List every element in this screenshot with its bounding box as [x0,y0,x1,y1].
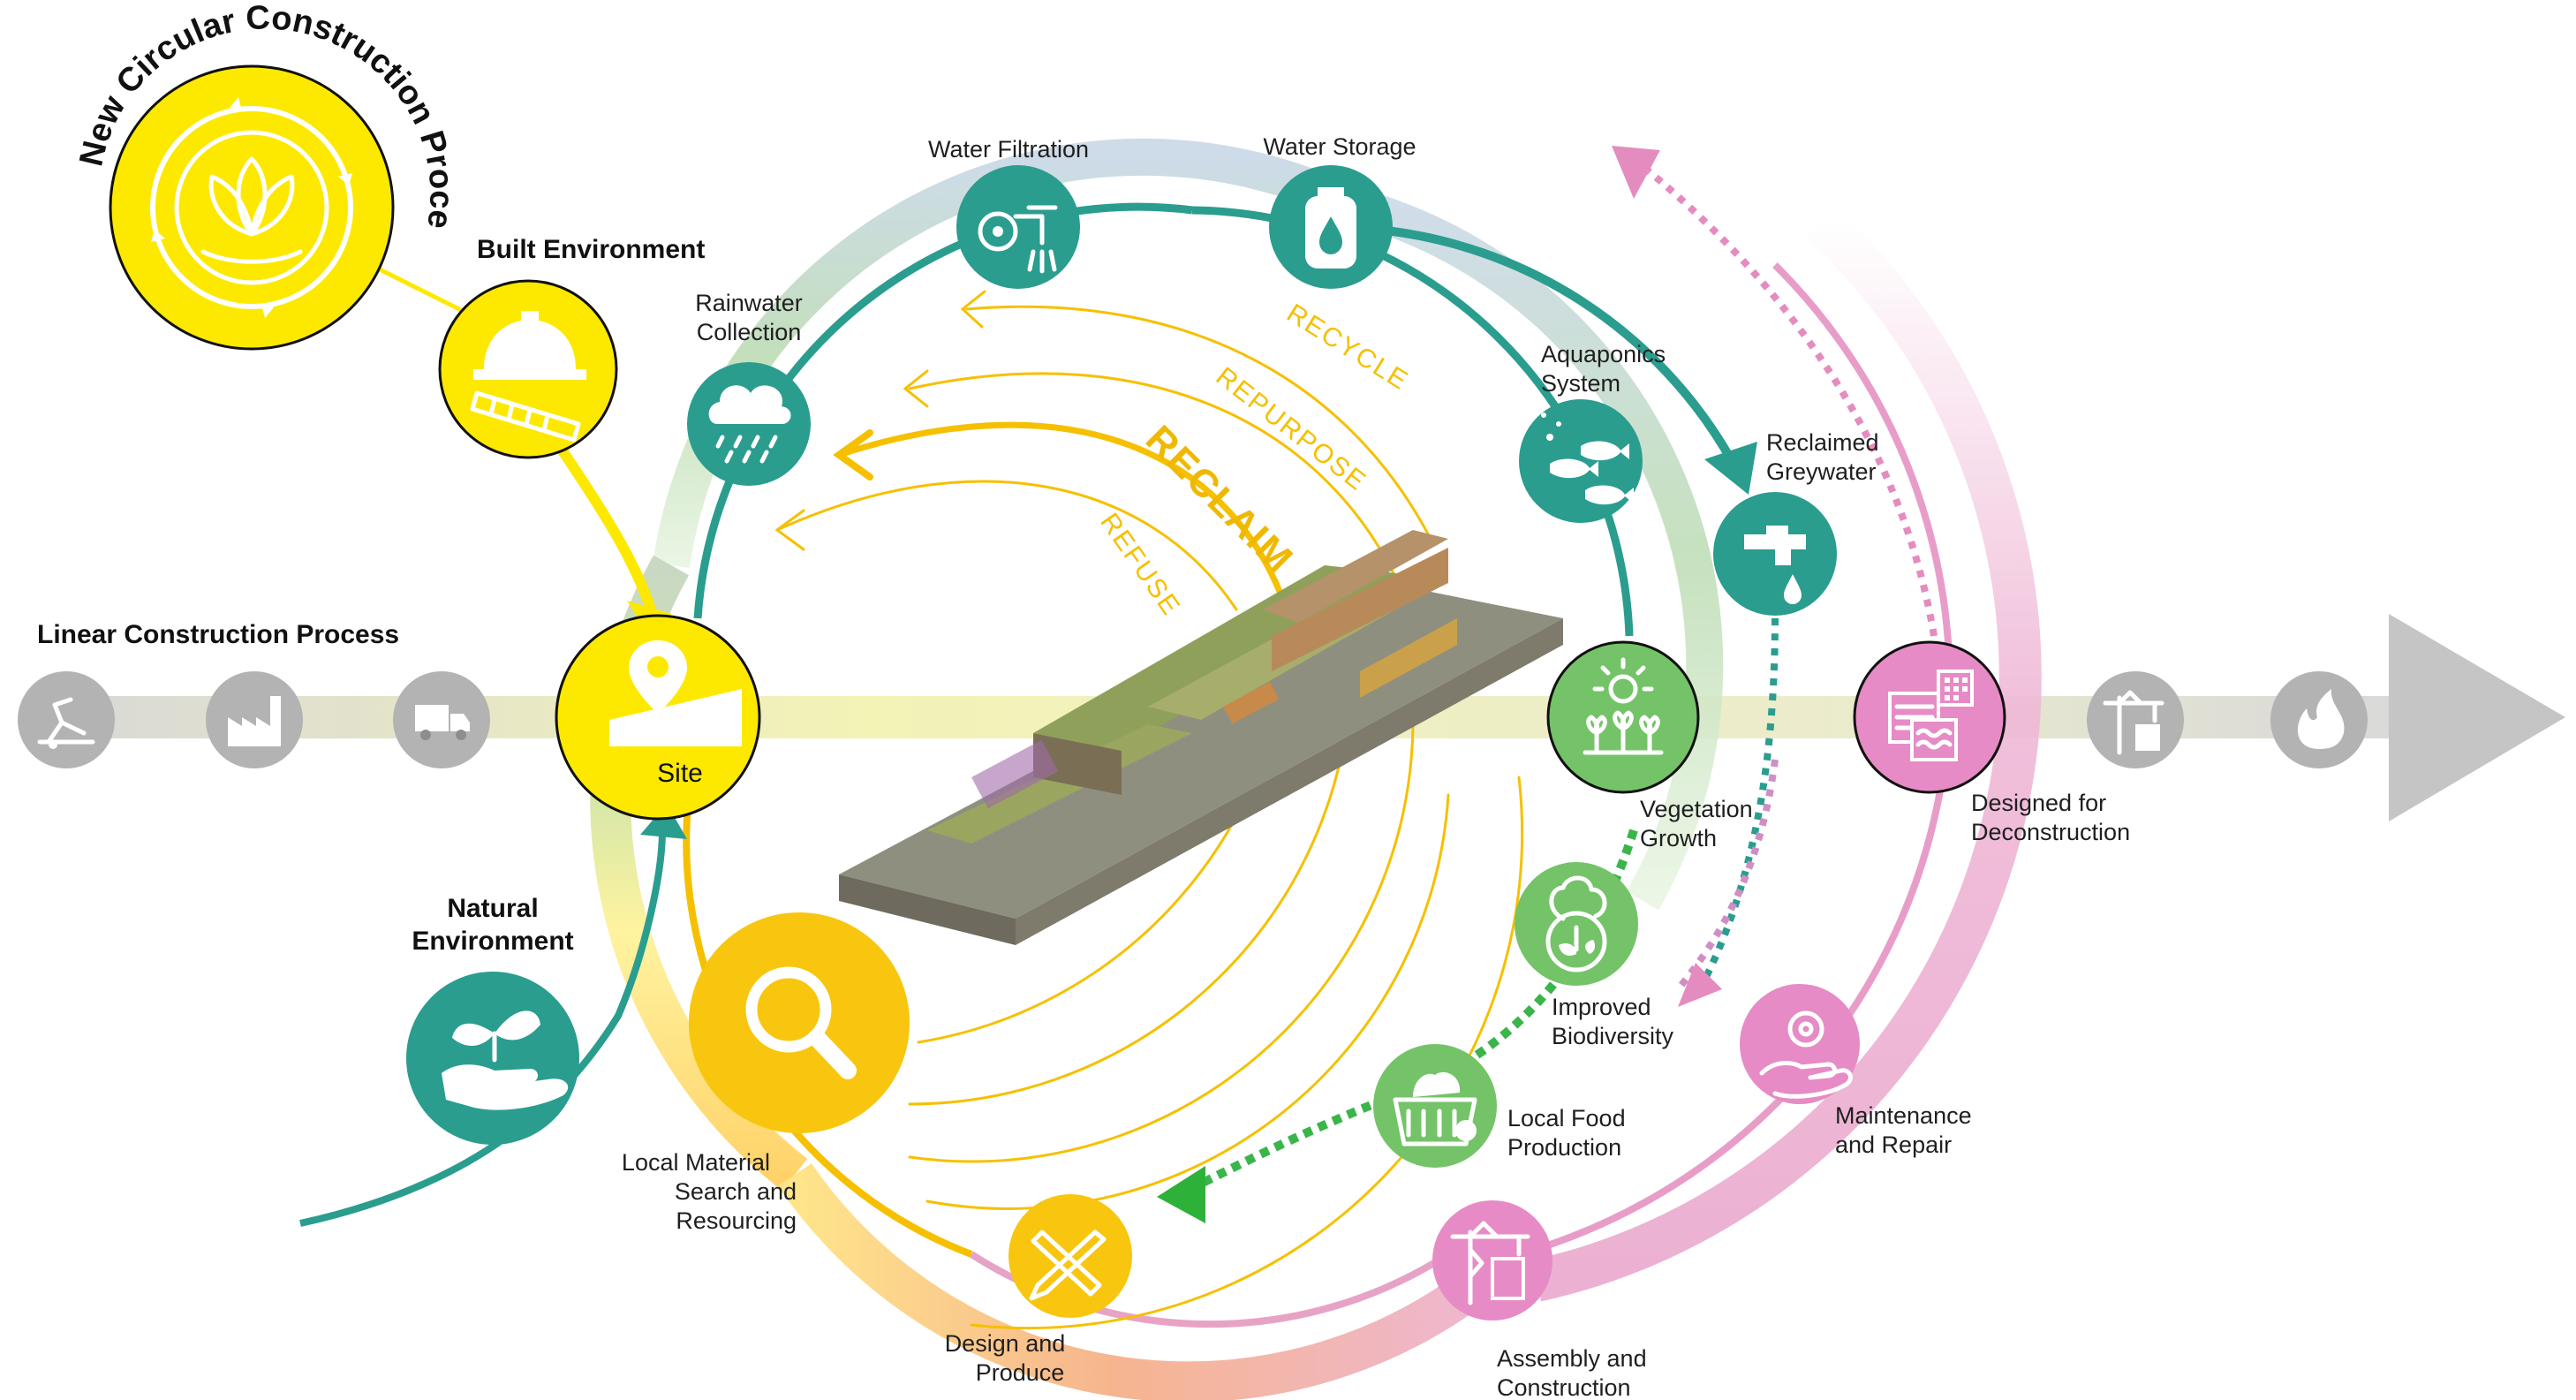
tower-crane-icon [2087,671,2184,768]
design-and-produce-icon [1008,1194,1132,1318]
vegetation-growth-label-line1: Vegetation [1640,796,1753,822]
water-filtration-icon [956,165,1080,289]
site-node: Site [555,614,761,821]
built-environment-icon [438,279,618,459]
water-flow-arrow [1377,225,1735,462]
maintenance-and-repair-label-line2: and Repair [1835,1131,1952,1158]
design-and-produce-label-line2: Produce [976,1359,1065,1386]
factory-icon [206,671,303,768]
water-storage-label: Water Storage [1263,133,1416,160]
aquaponics-label-line1: Aquaponics [1541,341,1666,367]
strategy-recycle: RECYCLE [1281,299,1414,397]
water-filtration-label: Water Filtration [928,136,1089,163]
built-environment-label: Built Environment [477,235,705,264]
food-dashed-arrowhead [1157,1166,1205,1223]
natural-environment-label-line1: Natural [447,894,538,923]
assembly-and-construction-icon [1432,1200,1552,1321]
linear-arrowhead [2389,614,2565,821]
local-material-label-line2: Search and [675,1178,797,1205]
water-flow-arrowhead [1704,442,1757,495]
rainwater-collection-icon [687,362,811,486]
pink-dashed-arrowhead [1612,146,1660,199]
water-storage-icon [1269,165,1393,289]
maintenance-and-repair-icon [1740,984,1860,1104]
vegetation-growth-icon [1546,640,1700,794]
maintenance-and-repair-label-line1: Maintenance [1835,1102,1972,1129]
designed-for-deconstruction-icon [1853,640,2006,794]
design-and-produce-label-line1: Design and [945,1330,1066,1357]
reclaimed-greywater-label-line2: Greywater [1766,458,1877,485]
local-material-label-line3: Resourcing [676,1207,797,1234]
truck-icon [393,671,490,768]
improved-biodiversity-label-line1: Improved [1552,994,1651,1020]
site-label: Site [657,759,703,788]
linear-process-label: Linear Construction Process [37,620,399,649]
aquaponics-label-line2: System [1541,370,1620,397]
natural-environment-icon [406,972,579,1145]
strategy-refuse: REFUSE [1094,508,1186,621]
natural-environment-label-line2: Environment [412,927,573,956]
assembly-and-construction-label-line1: Assembly and [1497,1345,1647,1372]
designed-for-deconstruction-label-line2: Deconstruction [1971,819,2130,845]
vegetation-growth-label-line2: Growth [1640,825,1717,851]
deconstruction-arc [1517,205,2042,1302]
assembly-and-construction-label-line2: Construction [1497,1374,1631,1400]
designed-for-deconstruction-label-line1: Designed for [1971,790,2106,816]
local-food-production-label-line2: Production [1507,1134,1621,1161]
reclaimed-greywater-label-line1: Reclaimed [1766,429,1879,456]
reclaimed-greywater-icon [1713,492,1837,616]
improved-biodiversity-label-line2: Biodiversity [1552,1023,1674,1049]
fire-icon [2270,671,2368,768]
rainwater-collection-label-line1: Rainwater [695,290,803,316]
circular-process-emblem [109,64,395,351]
local-food-production-label-line1: Local Food [1507,1105,1626,1131]
local-material-label-line1: Local Material [622,1149,770,1176]
local-material-search-icon [689,912,910,1133]
improved-biodiversity-icon [1515,862,1638,986]
building-model [839,530,1563,945]
excavator-icon [18,671,115,768]
greywater-dashed-arrowhead [1678,963,1722,1007]
natural-to-site-arrow [299,829,666,1227]
aquaponics-system-icon [1519,399,1643,523]
rainwater-collection-label-line2: Collection [697,319,802,345]
greywater-dashed-line [1701,617,1779,982]
local-food-production-icon [1373,1044,1497,1168]
pink-dashed-return [1631,155,1938,637]
